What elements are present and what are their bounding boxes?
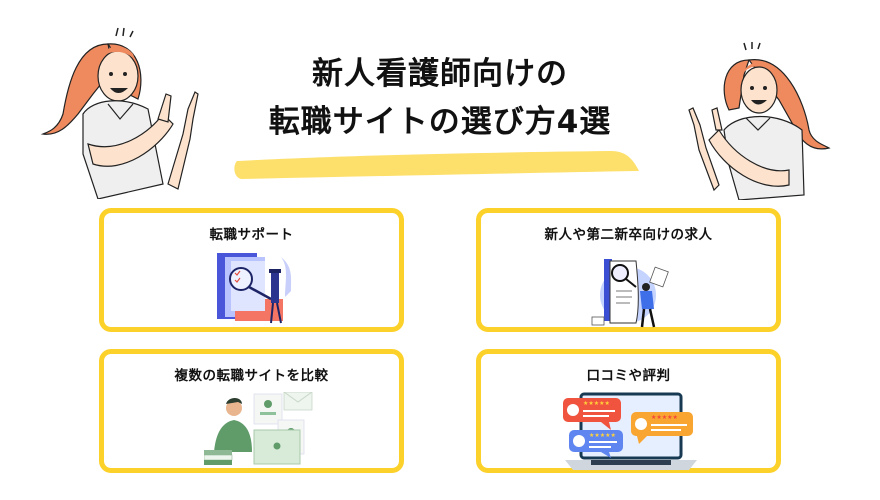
title-highlight-stroke [234,151,639,179]
person-resume-search-icon [591,259,669,328]
card-label: 複数の転職サイトを比較 [174,368,329,384]
woman-pointing-right-illustration [40,27,199,199]
woman-pointing-left-illustration [688,42,831,200]
card-career-support[interactable]: 転職サポート [99,208,404,332]
card-reviews-reputation[interactable]: 口コミや評判 ★★★★★ ★★★★★ ★★★★★ [476,349,781,473]
svg-text:★★★★★: ★★★★★ [651,414,678,421]
card-label: 新人や第二新卒向けの求人 [544,227,713,243]
card-compare-sites[interactable]: 複数の転職サイトを比較 [99,349,404,473]
card-label: 口コミや評判 [586,368,671,384]
detective-magnifier-icon [217,253,292,324]
svg-text:★★★★★: ★★★★★ [583,400,610,407]
card-new-grad-jobs[interactable]: 新人や第二新卒向けの求人 [476,208,781,332]
title-line-1: 新人看護師向けの [312,56,568,92]
card-label: 転職サポート [209,227,294,243]
page-title: 新人看護師向けの 転職サイトの選び方4選 [220,50,660,146]
man-laptop-profiles-icon [204,392,313,465]
laptop-reviews-icon: ★★★★★ ★★★★★ ★★★★★ [563,392,697,470]
svg-text:★★★★★: ★★★★★ [589,432,616,439]
title-line-2: 転職サイトの選び方4選 [268,104,612,140]
